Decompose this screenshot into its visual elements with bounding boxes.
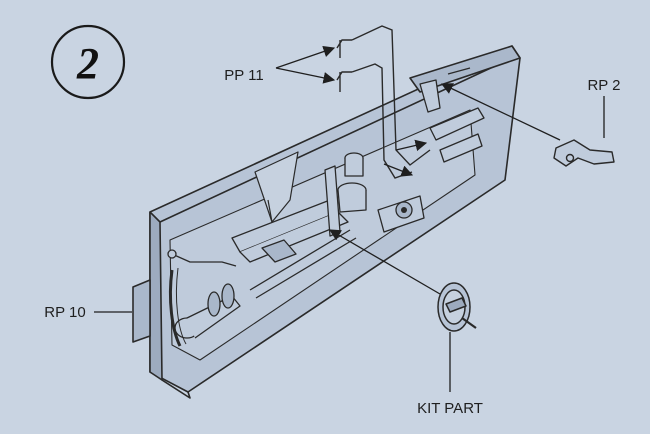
step-circle <box>50 24 126 100</box>
label-rp10: RP 10 <box>44 304 85 321</box>
step-badge: 2 <box>50 24 126 100</box>
pp11-parts <box>336 25 431 179</box>
label-rp2: RP 2 <box>587 77 620 94</box>
kit-part-handle <box>437 282 477 332</box>
label-pp11: PP 11 <box>224 67 263 84</box>
step-number: 2 <box>76 39 99 88</box>
rp2-part <box>553 139 615 167</box>
leader-lines <box>94 45 605 392</box>
latch-mechanism <box>167 67 485 347</box>
label-kit-part: KIT PART <box>417 400 483 417</box>
